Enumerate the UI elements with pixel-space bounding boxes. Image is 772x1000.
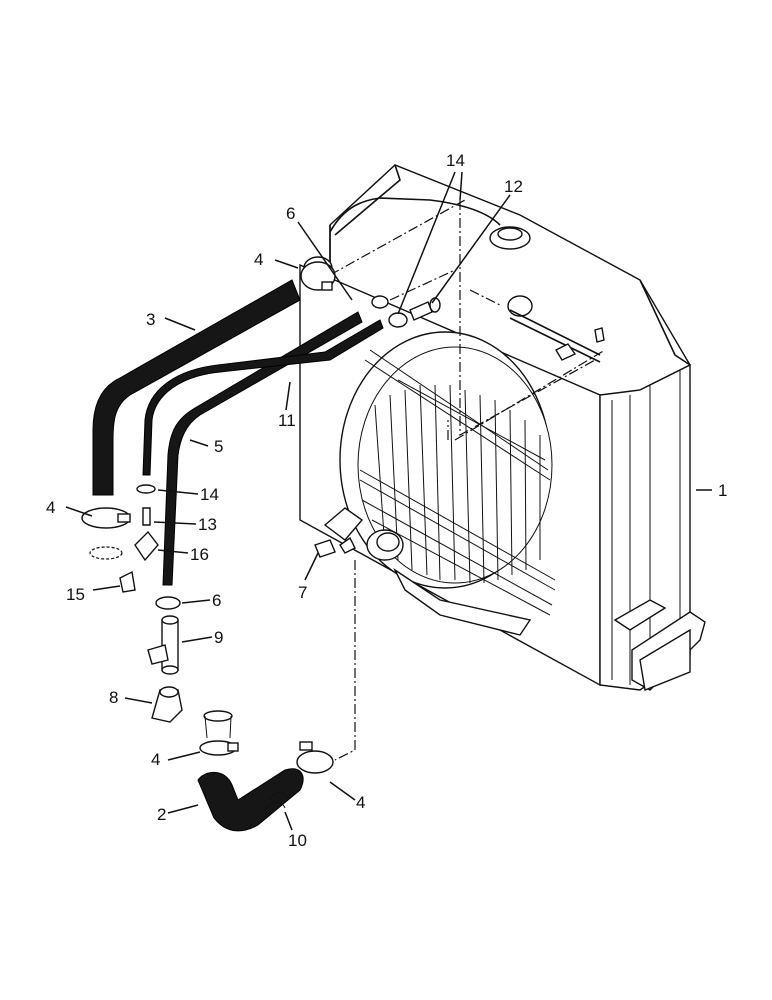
callout-6-top: 6	[286, 204, 295, 223]
callout-14-mid: 14	[200, 485, 219, 504]
callout-1: 1	[718, 481, 727, 500]
callout-10: 10	[288, 831, 307, 850]
callout-labels: 1 2 3 4 4 4 4 5 6 6 7 8 9 10 11 12 13 14…	[46, 151, 727, 850]
radiator-assembly	[299, 164, 706, 691]
callout-4-top: 4	[254, 250, 263, 269]
reference-lines	[329, 199, 606, 761]
callout-12: 12	[504, 177, 523, 196]
callout-4-bottom-left: 4	[151, 750, 160, 769]
fitting-stack	[119, 484, 159, 593]
lower-hose-assembly	[197, 710, 334, 832]
callout-7: 7	[298, 583, 307, 602]
callout-3: 3	[146, 310, 155, 329]
callout-14-top: 14	[446, 151, 465, 170]
callout-8: 8	[109, 688, 118, 707]
callout-2: 2	[157, 805, 166, 824]
callout-13: 13	[198, 515, 217, 534]
radiator-core-grille	[359, 349, 556, 616]
hose-clamp-left	[81, 507, 131, 560]
callout-11: 11	[278, 411, 296, 430]
upper-radiator-hose	[92, 279, 301, 496]
bypass-tube-5	[162, 311, 363, 586]
callout-4-left: 4	[46, 498, 55, 517]
callout-9: 9	[214, 628, 223, 647]
clamp-6-mid	[155, 596, 181, 610]
tee-fitting-9	[147, 615, 179, 675]
small-tube-11	[142, 319, 384, 476]
callout-4-bottom-right: 4	[356, 793, 365, 812]
lower-hose-2	[197, 768, 304, 832]
callout-15: 15	[66, 585, 85, 604]
leader-lines	[65, 171, 712, 831]
elbow-fitting-8	[151, 686, 183, 723]
drain-cock-7	[314, 536, 356, 558]
callout-5: 5	[214, 437, 223, 456]
callout-6-mid: 6	[212, 591, 221, 610]
callout-16: 16	[190, 545, 209, 564]
hose-clamp-top	[300, 261, 336, 291]
